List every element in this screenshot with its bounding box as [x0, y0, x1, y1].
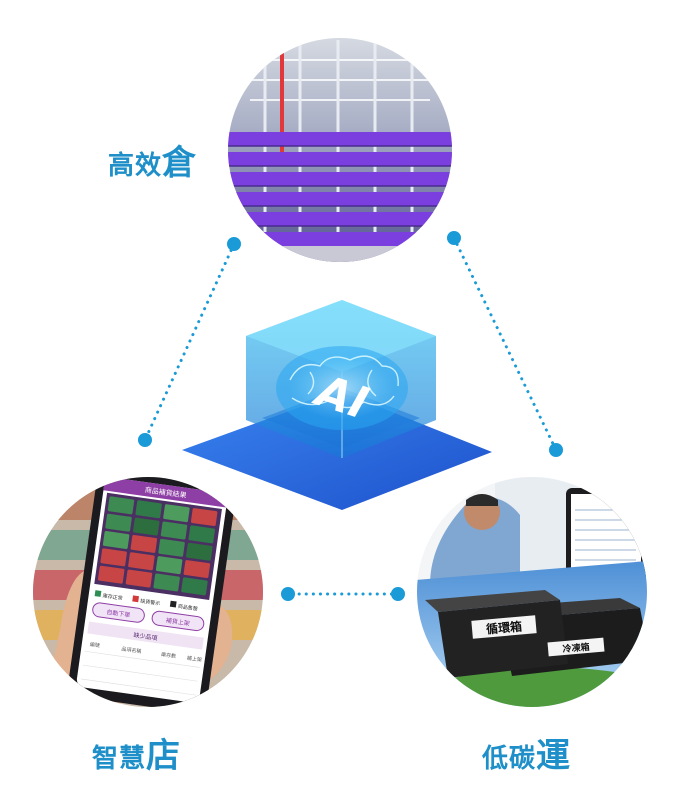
label-warehouse-small: 高效 — [108, 151, 163, 181]
product-tile — [102, 531, 130, 549]
product-tile — [153, 573, 180, 592]
product-tile — [130, 534, 158, 553]
phone-legend-item: 缺貨警示 — [140, 598, 161, 608]
label-store-small: 智慧 — [92, 744, 147, 774]
phone-table-header: 補上架 — [186, 655, 202, 664]
connector-top-left — [143, 242, 236, 442]
product-tile — [155, 556, 183, 575]
product-tile — [163, 504, 190, 523]
box-front-label: 循環箱 — [485, 618, 522, 636]
store-photo: 商品補貨結果 庫存正常 缺貨警示 商品售罄 自動下單 補貨上架 缺少品項 編號品… — [33, 477, 263, 707]
label-store-big: 店 — [146, 736, 182, 776]
product-tile — [183, 560, 211, 579]
product-tile — [181, 577, 208, 596]
phone-table-header: 編號 — [89, 641, 100, 649]
product-tile — [133, 517, 160, 536]
connector-dots — [138, 231, 563, 601]
label-transport-big: 運 — [536, 736, 572, 776]
product-tile — [98, 565, 125, 584]
label-warehouse: 高效倉 — [108, 135, 197, 184]
label-transport-small: 低碳 — [482, 744, 537, 774]
phone-table-header: 庫存數 — [161, 651, 177, 660]
phone-restock-button: 補貨上架 — [165, 616, 190, 627]
product-tile — [100, 548, 127, 567]
product-tile — [125, 569, 153, 588]
product-tile — [128, 552, 155, 571]
label-warehouse-big: 倉 — [162, 143, 198, 183]
product-tile — [190, 508, 218, 527]
connector-lines — [143, 236, 558, 596]
product-tile — [107, 496, 135, 515]
phone-table-header: 品項名稱 — [121, 645, 142, 655]
warehouse-photo — [228, 38, 452, 262]
product-tile — [188, 525, 215, 544]
phone-auto-order-button: 自動下單 — [106, 608, 131, 619]
label-transport: 低碳運 — [482, 728, 571, 777]
phone-section-title: 缺少品項 — [133, 631, 158, 642]
product-tile — [135, 500, 162, 519]
ai-cube: AI — [182, 300, 492, 510]
connector-top-right — [452, 236, 558, 452]
product-tile — [158, 538, 185, 557]
transport-photo: 循環箱 冷凍箱 — [417, 477, 647, 707]
phone-legend-item: 庫存正常 — [102, 592, 123, 602]
product-tile — [186, 542, 213, 561]
box-back-label: 冷凍箱 — [562, 641, 590, 655]
product-tile — [160, 521, 188, 540]
product-tile — [105, 513, 132, 532]
label-store: 智慧店 — [92, 728, 181, 777]
phone-legend-item: 商品售罄 — [178, 603, 199, 613]
